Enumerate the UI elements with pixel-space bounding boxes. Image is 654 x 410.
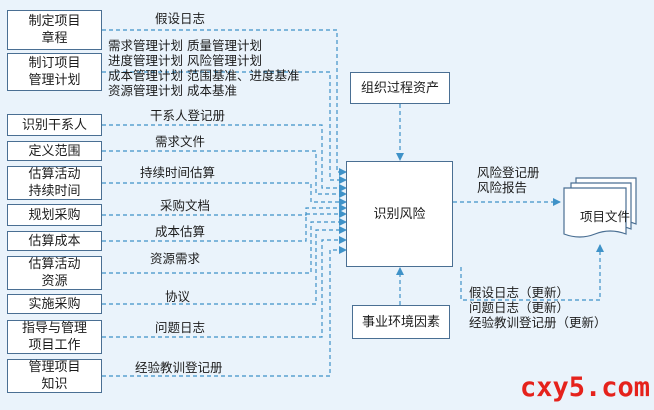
- arrow-label-resource-requirements: 资源需求: [150, 251, 201, 266]
- arrow-label-management-plans: 需求管理计划 质量管理计划 进度管理计划 风险管理计划 成本管理计划 范围基准、…: [108, 38, 300, 98]
- input-box-identify-stakeholders: 识别干系人: [7, 114, 102, 136]
- input-box-estimate-resources: 估算活动 资源: [7, 256, 102, 290]
- watermark-text: cxy5.com: [520, 372, 651, 403]
- arrow-label-duration-estimates: 持续时间估算: [140, 165, 216, 180]
- arrow-label-assumption-log: 假设日志: [155, 11, 206, 26]
- input-box-develop-charter: 制定项目 章程: [7, 10, 102, 50]
- arrow-label-cost-estimates: 成本估算: [155, 224, 206, 239]
- input-arrow-10: [102, 236, 347, 338]
- arrow-label-requirements-docs: 需求文件: [155, 134, 206, 149]
- input-box-develop-pm-plan: 制订项目 管理计划: [7, 53, 102, 91]
- input-box-direct-manage-work: 指导与管理 项目工作: [7, 320, 102, 354]
- input-box-conduct-procurement: 实施采购: [7, 294, 102, 314]
- project-documents-label: 项目文件: [580, 209, 631, 224]
- input-arrow-4: [102, 150, 347, 198]
- input-box-plan-procurement: 规划采购: [7, 204, 102, 226]
- arrow-label-procurement-docs: 采购文档: [160, 198, 211, 213]
- input-arrow-1: [102, 29, 347, 176]
- input-box-manage-knowledge: 管理项目 知识: [7, 359, 102, 393]
- arrow-label-stakeholder-register: 干系人登记册: [150, 108, 226, 123]
- output-label-updated-logs: 假设日志（更新） 问题日志（更新） 经验教训登记册（更新）: [469, 285, 607, 330]
- arrow-label-agreements: 协议: [165, 289, 191, 304]
- input-box-estimate-durations: 估算活动 持续时间: [7, 166, 102, 200]
- org-process-assets-box: 组织过程资产: [350, 72, 450, 104]
- input-arrow-9: [102, 226, 347, 305]
- input-arrow-11: [102, 246, 347, 377]
- input-arrow-5: [102, 182, 347, 206]
- output-label-risk-register: 风险登记册 风险报告: [477, 165, 540, 195]
- identify-risks-box: 识别风险: [346, 161, 453, 267]
- arrow-label-lessons-learned: 经验教训登记册: [135, 360, 223, 375]
- enterprise-env-factors-box: 事业环境因素: [352, 305, 450, 339]
- input-arrow-7: [102, 210, 347, 242]
- input-arrow-2: [102, 71, 347, 184]
- project-documents-icon: [563, 177, 637, 238]
- input-box-define-scope: 定义范围: [7, 141, 102, 161]
- updated-logs-arrow: [460, 244, 604, 301]
- arrow-label-issue-log: 问题日志: [155, 320, 206, 335]
- input-box-estimate-costs: 估算成本: [7, 231, 102, 251]
- input-arrow-8: [102, 218, 347, 274]
- input-arrow-6: [102, 204, 347, 216]
- input-arrow-3: [102, 124, 347, 192]
